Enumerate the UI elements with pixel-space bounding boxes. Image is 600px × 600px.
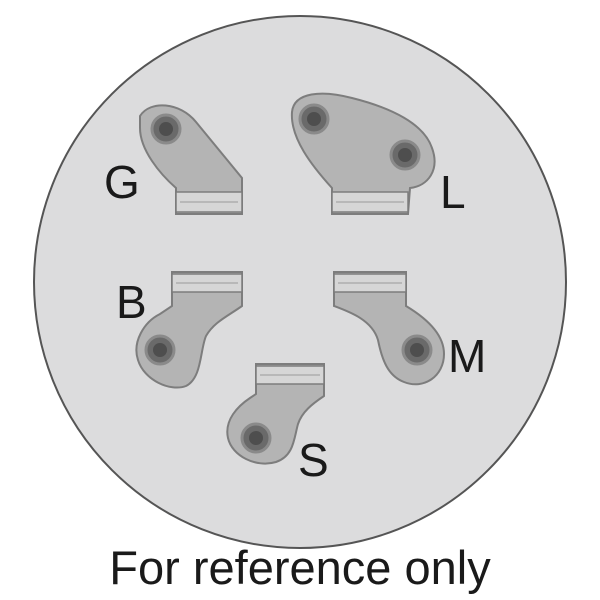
terminal-b-label: B [116,276,147,328]
terminal-g: G [104,104,243,215]
terminal-l-label: L [440,166,466,218]
terminal-m: M [333,271,486,386]
terminal-b: B [116,271,243,389]
terminal-m-label: M [448,330,486,382]
terminal-g-label: G [104,156,140,208]
terminal-s: S [226,363,329,486]
terminal-l: L [290,92,466,218]
terminal-s-label: S [298,434,329,486]
reference-caption: For reference only [109,541,491,594]
